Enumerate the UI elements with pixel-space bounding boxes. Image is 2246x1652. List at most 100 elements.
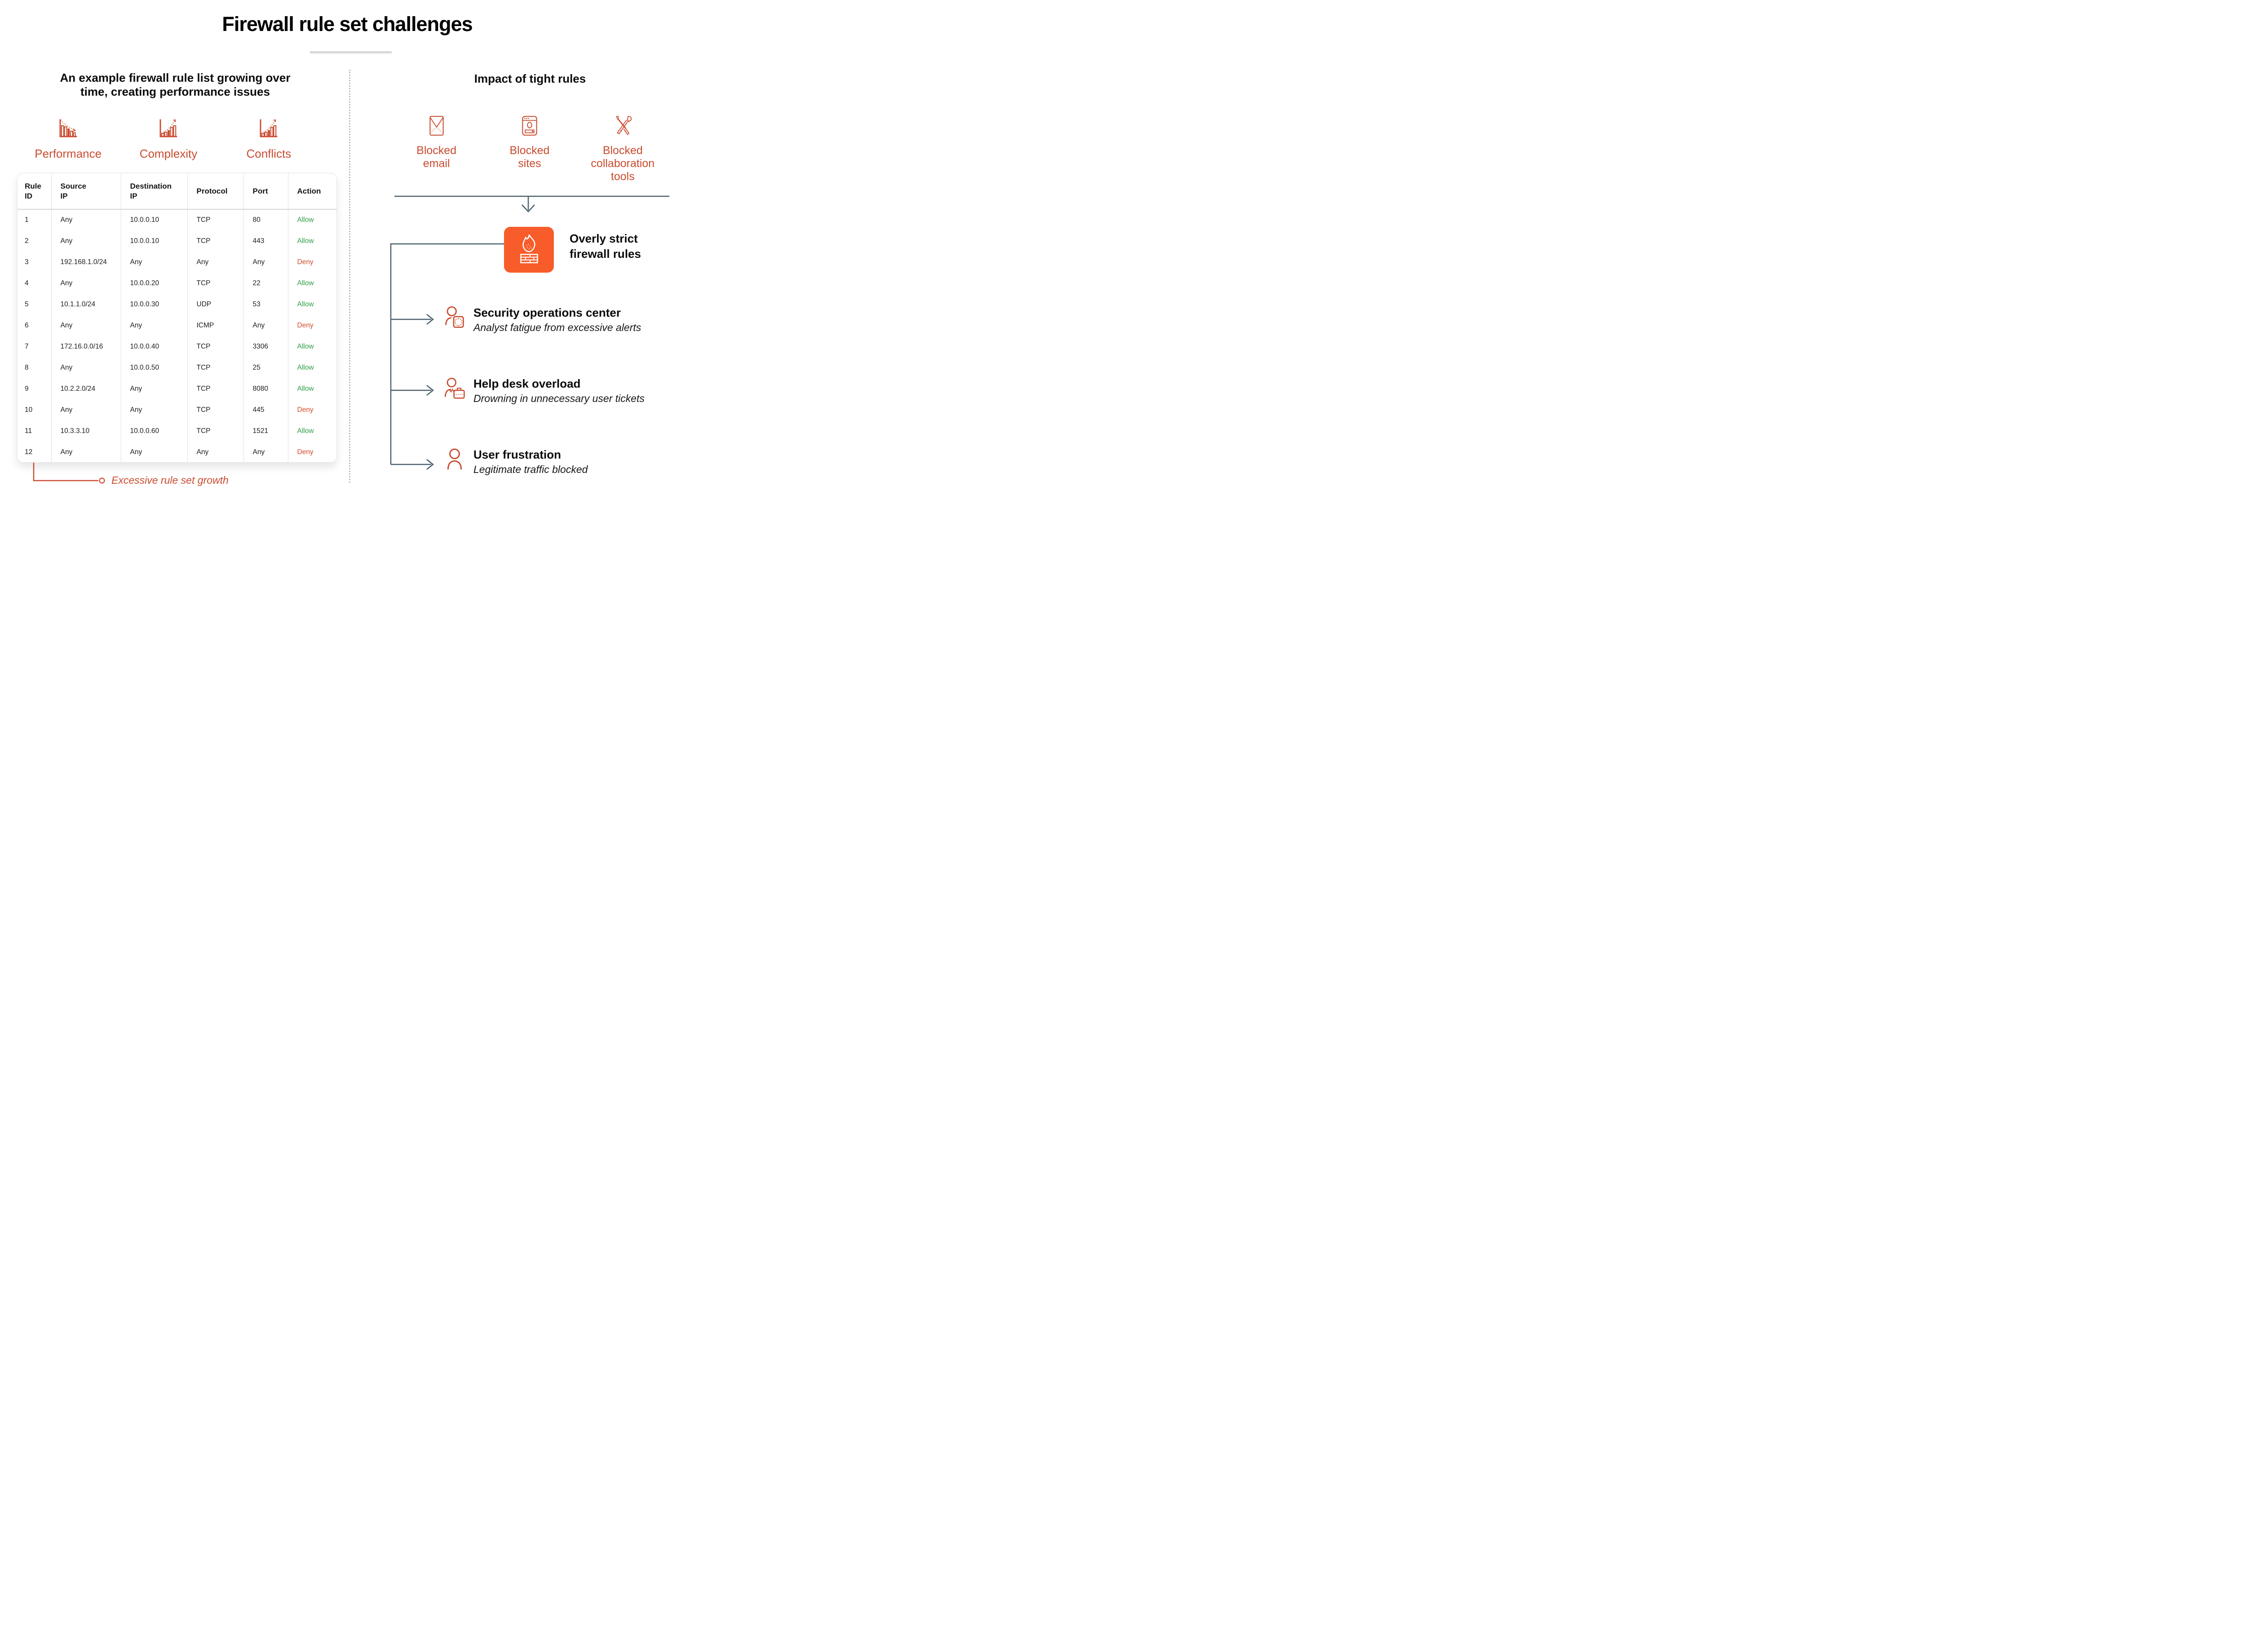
action-cell: Allow xyxy=(287,336,336,357)
factor-label: Performance xyxy=(35,147,102,160)
table-cell: 443 xyxy=(243,230,288,252)
page-title: Firewall rule set challenges xyxy=(222,13,473,35)
table-cell: 12 xyxy=(25,448,33,456)
table-cell: Any xyxy=(187,252,243,273)
action-cell: Allow xyxy=(287,230,336,252)
table-cell: 1521 xyxy=(243,420,288,442)
impact-title: User frustration xyxy=(473,448,562,461)
title-underline xyxy=(310,51,392,53)
action-cell: Allow xyxy=(287,209,336,230)
column-header: Rule ID xyxy=(18,173,51,210)
right-section-heading: Impact of tight rules xyxy=(474,72,586,85)
tools-icon xyxy=(613,115,632,139)
table-cell: 10.1.1.0/24 xyxy=(51,294,121,315)
table-cell: 10.3.3.10 xyxy=(51,420,121,442)
factor-performance: Performance xyxy=(18,118,118,161)
table-cell: UDP xyxy=(187,294,243,315)
blocked-sites-item: Blocked sites xyxy=(483,115,576,183)
blocked-item-label: Blocked sites xyxy=(509,144,550,170)
table-cell: 172.16.0.0/16 xyxy=(51,336,121,357)
table-cell: Any xyxy=(120,378,187,399)
impact-subtitle: Analyst fatigue from excessive alerts xyxy=(473,321,641,333)
table-cell: TCP xyxy=(187,420,243,442)
blocked-email-item: Blocked email xyxy=(390,115,483,183)
table-cell: 2 xyxy=(25,237,29,245)
action-cell: Allow xyxy=(287,294,336,315)
table-cell: Any xyxy=(51,357,121,378)
table-cell: 9 xyxy=(25,384,29,393)
table-cell: TCP xyxy=(187,230,243,252)
table-cell: 10.0.0.40 xyxy=(120,336,187,357)
excessive-growth-annotation: Excessive rule set growth xyxy=(111,474,229,486)
firewall-rules-table: Rule ID Source IP Destination IP Protoco… xyxy=(17,173,337,463)
table-cell: Any xyxy=(120,442,187,462)
table-cell: 1 xyxy=(25,216,29,224)
table-cell: 4 xyxy=(25,279,29,287)
table-cell: TCP xyxy=(187,378,243,399)
infographic-canvas: Firewall rule set challenges An example … xyxy=(0,0,694,511)
table-cell: Any xyxy=(243,252,288,273)
table-cell: 3306 xyxy=(243,336,288,357)
impact-text: Help desk overload Drowning in unnecessa… xyxy=(473,377,645,405)
helpdesk-briefcase-icon xyxy=(443,377,466,400)
table-cell: Any xyxy=(51,442,121,462)
blocked-item-label: Blocked collaboration tools xyxy=(591,144,655,183)
firewall-icon xyxy=(517,233,542,267)
factor-row: Performance Complexity xyxy=(18,118,319,161)
table-cell: 5 xyxy=(25,300,29,308)
table-cell: 22 xyxy=(243,273,288,294)
table-cell: 53 xyxy=(243,294,288,315)
table-cell: ICMP xyxy=(187,315,243,336)
table-cell: Any xyxy=(187,442,243,462)
impact-help-desk: Help desk overload Drowning in unnecessa… xyxy=(443,377,645,405)
impact-text: Security operations center Analyst fatig… xyxy=(473,306,641,334)
table-cell: 10.0.0.10 xyxy=(120,209,187,230)
table-cell: Any xyxy=(51,230,121,252)
impact-security-operations: Security operations center Analyst fatig… xyxy=(443,306,641,334)
factor-label: Conflicts xyxy=(246,147,292,160)
user-icon xyxy=(443,448,466,471)
table-cell: Any xyxy=(120,315,187,336)
table-cell: Any xyxy=(120,399,187,420)
column-header: Destination IP xyxy=(120,173,187,210)
table-cell: 10.0.0.30 xyxy=(120,294,187,315)
table-cell: Any xyxy=(120,252,187,273)
table-cell: 8 xyxy=(25,363,29,371)
action-cell: Allow xyxy=(287,273,336,294)
action-cell: Deny xyxy=(287,315,336,336)
table-cell: 8080 xyxy=(243,378,288,399)
table-cell: 10 xyxy=(25,406,33,414)
action-cell: Deny xyxy=(287,442,336,462)
table-cell: TCP xyxy=(187,399,243,420)
impact-subtitle: Drowning in unnecessary user tickets xyxy=(473,392,645,404)
column-header: Source IP xyxy=(51,173,121,210)
analyst-shield-icon xyxy=(443,306,466,329)
email-icon xyxy=(427,115,446,139)
table-cell: 10.2.2.0/24 xyxy=(51,378,121,399)
left-section-heading: An example firewall rule list growing ov… xyxy=(60,71,291,98)
table-cell: 10.0.0.50 xyxy=(120,357,187,378)
declining-bar-chart-icon xyxy=(57,118,79,141)
column-header: Protocol xyxy=(187,173,243,210)
table-cell: 10.0.0.10 xyxy=(120,230,187,252)
table-cell: TCP xyxy=(187,209,243,230)
table-cell: 10.0.0.20 xyxy=(120,273,187,294)
column-header: Port xyxy=(243,173,288,210)
table-cell: Any xyxy=(243,315,288,336)
table-cell: Any xyxy=(51,209,121,230)
factor-label: Complexity xyxy=(139,147,198,160)
table-cell: 6 xyxy=(25,321,29,329)
table-cell: 192.168.1.0/24 xyxy=(51,252,121,273)
impact-title: Security operations center xyxy=(473,306,621,319)
rising-bar-chart-icon xyxy=(258,118,279,141)
table-cell: TCP xyxy=(187,357,243,378)
column-header: Action xyxy=(287,173,336,210)
